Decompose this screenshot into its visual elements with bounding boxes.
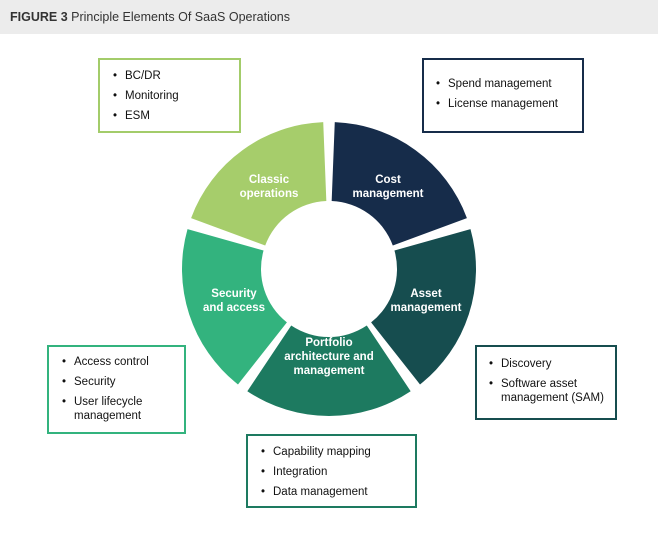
segment-label-line: Asset <box>410 288 441 300</box>
segment-label-portfolio: Portfolio architecture and management <box>284 337 373 377</box>
figure-label: FIGURE 3 <box>10 10 68 24</box>
cost-management-details-box: Spend management License management <box>422 58 584 133</box>
segment-label-line: operations <box>240 188 299 200</box>
list-item: Spend management <box>436 77 582 91</box>
segment-asset <box>371 229 476 385</box>
segment-label-line: management <box>391 302 462 314</box>
portfolio-architecture-list: Capability mapping Integration Data mana… <box>261 445 415 499</box>
figure-caption: FIGURE 3 Principle Elements Of SaaS Oper… <box>10 9 290 25</box>
list-item: Security <box>62 375 184 389</box>
segment-label-line: Portfolio <box>305 337 352 349</box>
figure-title: Principle Elements Of SaaS Operations <box>71 10 290 24</box>
list-item: ESM <box>113 109 239 123</box>
segment-label-line: architecture and <box>284 351 373 363</box>
list-item: Integration <box>261 465 415 479</box>
segment-classic <box>191 122 327 246</box>
list-item: Data management <box>261 485 415 499</box>
segment-label-line: management <box>353 188 424 200</box>
security-access-list: Access control Security User lifecycle m… <box>62 355 184 423</box>
security-access-details-box: Access control Security User lifecycle m… <box>47 345 186 434</box>
segment-label-classic: Classic operations <box>240 174 299 200</box>
list-item: Capability mapping <box>261 445 415 459</box>
list-item: User lifecycle management <box>62 395 184 423</box>
segment-label-line: Cost <box>375 174 401 186</box>
classic-operations-details-box: BC/DR Monitoring ESM <box>98 58 241 133</box>
segment-label-cost: Cost management <box>353 174 424 200</box>
segment-cost <box>331 122 467 246</box>
list-item: Software asset management (SAM) <box>489 377 615 405</box>
list-item: BC/DR <box>113 69 239 83</box>
cost-management-list: Spend management License management <box>436 77 582 111</box>
list-item: Access control <box>62 355 184 369</box>
segment-label-line: Security <box>211 288 257 300</box>
figure-header: FIGURE 3 Principle Elements Of SaaS Oper… <box>0 0 658 34</box>
segment-portfolio <box>247 325 411 417</box>
segment-label-security: Security and access <box>203 288 265 314</box>
segment-label-line: and access <box>203 302 265 314</box>
list-item: Discovery <box>489 357 615 371</box>
segment-label-line: Classic <box>249 174 290 186</box>
portfolio-architecture-details-box: Capability mapping Integration Data mana… <box>246 434 417 508</box>
list-item: Monitoring <box>113 89 239 103</box>
segment-security <box>182 229 287 385</box>
segment-label-line: management <box>294 365 365 377</box>
classic-operations-list: BC/DR Monitoring ESM <box>113 69 239 123</box>
segment-label-asset: Asset management <box>391 288 462 314</box>
asset-management-details-box: Discovery Software asset management (SAM… <box>475 345 617 420</box>
asset-management-list: Discovery Software asset management (SAM… <box>489 357 615 405</box>
list-item: License management <box>436 97 582 111</box>
